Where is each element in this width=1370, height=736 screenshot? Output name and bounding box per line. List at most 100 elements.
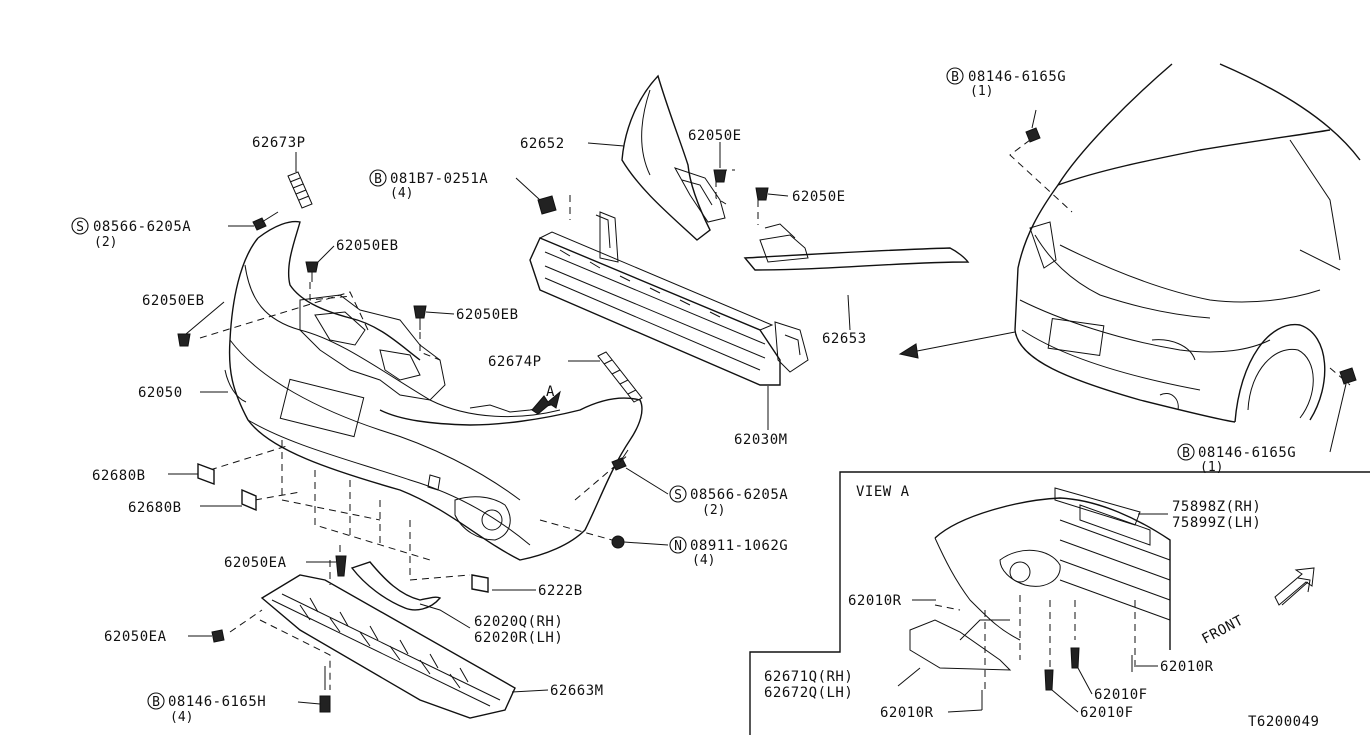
svg-text:(2): (2) [94,235,117,250]
clip-62050EA-b[interactable] [211,629,225,643]
label-62680B-a: 62680B [92,468,146,484]
emblem-62673P[interactable] [287,171,313,209]
screw-08566-top[interactable] [252,211,279,231]
n-symbol-icon [669,536,687,554]
svg-text:S: S [76,220,84,235]
s-symbol-icon-2 [669,485,687,503]
b-symbol-icon-4 [1177,443,1195,461]
b-symbol-icon-3 [946,67,964,85]
svg-text:B: B [951,70,959,85]
view-a-arrow: A [531,384,561,415]
label-08911: 08911-1062G [690,538,788,554]
label-62050E-b: 62050E [792,189,846,205]
clip-62680B-b[interactable] [241,488,257,512]
vehicle-outline [1014,63,1361,423]
diagram-id: T6200049 [1248,714,1319,730]
svg-text:A: A [546,384,555,400]
label-62010R-a: 62010R [848,593,902,609]
bracket-guide-lines [569,169,759,225]
label-62653: 62653 [822,331,867,347]
b-symbol-icon [369,169,387,187]
label-62050EB-c: 62050EB [456,307,519,323]
view-a-title: VIEW A [856,484,910,500]
svg-text:(4): (4) [390,186,413,201]
grommet-62050EB-a[interactable] [305,261,319,282]
view-a-panel [749,471,1370,735]
reinforcement-beam[interactable] [529,211,809,386]
label-62050EB-b: 62050EB [142,293,205,309]
bumper-filler[interactable] [350,561,442,611]
label-081B7: 081B7-0251A [390,171,488,187]
emblem-62674P[interactable] [597,351,643,403]
under-cover[interactable] [260,574,516,719]
svg-text:(2): (2) [702,503,725,518]
label-62010R-c: 62010R [880,705,934,721]
nut-08911[interactable] [611,535,625,549]
bolt-08146-top[interactable] [1025,127,1041,143]
label-62652: 62652 [520,136,565,152]
view-a-guide-lines [934,595,1136,690]
label-62672Q: 62672Q(LH) [764,685,853,701]
svg-text:(4): (4) [170,710,193,725]
front-arrow-icon [1274,567,1315,606]
label-75899Z: 75899Z(LH) [1172,515,1261,531]
grommet-62050EB-b[interactable] [177,333,191,347]
bumper-fascia[interactable] [224,220,643,561]
view-a-bumper [909,487,1171,671]
b-symbol-icon-2 [147,692,165,710]
label-62674P: 62674P [488,354,542,370]
undercover-guide-lines [229,560,331,690]
label-62050EA-a: 62050EA [224,555,287,571]
bolt-081B7[interactable] [537,195,557,215]
label-62671Q: 62671Q(RH) [764,669,853,685]
label-08146-top: 08146-6165G [968,69,1066,85]
label-62050E-a: 62050E [688,128,742,144]
label-08566-mid: 08566-6205A [690,487,788,503]
svg-text:(1): (1) [1200,460,1223,475]
label-6222B: 6222B [538,583,583,599]
grommet-62050E-a[interactable] [713,169,727,183]
side-bracket-62653[interactable] [743,223,970,271]
grommet-62050EB-c[interactable] [413,305,427,330]
clip-62050EA-a[interactable] [335,555,347,577]
svg-text:B: B [374,172,382,187]
label-75898Z: 75898Z(RH) [1172,499,1261,515]
callout-labels: 62673P S 08566-6205A (2) 62050EB 62050EB… [71,67,1296,725]
label-62680B-b: 62680B [128,500,182,516]
leader-lines [168,109,1347,713]
label-front: FRONT [1199,612,1246,647]
svg-text:(4): (4) [692,553,715,568]
label-08146-right: 08146-6165G [1198,445,1296,461]
clip-6222B[interactable] [471,574,489,593]
bolt-08146-right[interactable] [1339,367,1357,385]
screw-08566-mid[interactable] [611,449,629,471]
direction-arrow [898,331,1016,359]
bolt-08146H[interactable] [319,666,331,713]
label-62050EA-b: 62050EA [104,629,167,645]
view-a-fasteners[interactable] [981,647,1133,710]
svg-text:(1): (1) [970,84,993,99]
grommet-62050E-b[interactable] [755,187,769,201]
s-symbol-icon [71,217,89,235]
label-62673P: 62673P [252,135,306,151]
label-62010F-a: 62010F [1094,687,1148,703]
label-62020Q: 62020Q(RH) [474,614,563,630]
label-62010F-b: 62010F [1080,705,1134,721]
side-bracket-62652[interactable] [621,74,726,241]
label-08566-top: 08566-6205A [93,219,191,235]
label-08146H: 08146-6165H [168,694,266,710]
svg-text:N: N [674,539,682,554]
svg-text:B: B [152,695,160,710]
svg-text:B: B [1182,446,1190,461]
svg-text:S: S [674,488,682,503]
label-62663M: 62663M [550,683,604,699]
label-62020R: 62020R(LH) [474,630,563,646]
label-62050: 62050 [138,385,183,401]
vehicle-guide-lines [1009,139,1351,386]
clip-62680B-a[interactable] [197,462,215,486]
label-62030M: 62030M [734,432,788,448]
bumper-guide-lines [199,282,629,581]
view-a-labels: VIEW A 75898Z(RH) 75899Z(LH) FRONT 62010… [764,484,1261,721]
label-62050EB-a: 62050EB [336,238,399,254]
